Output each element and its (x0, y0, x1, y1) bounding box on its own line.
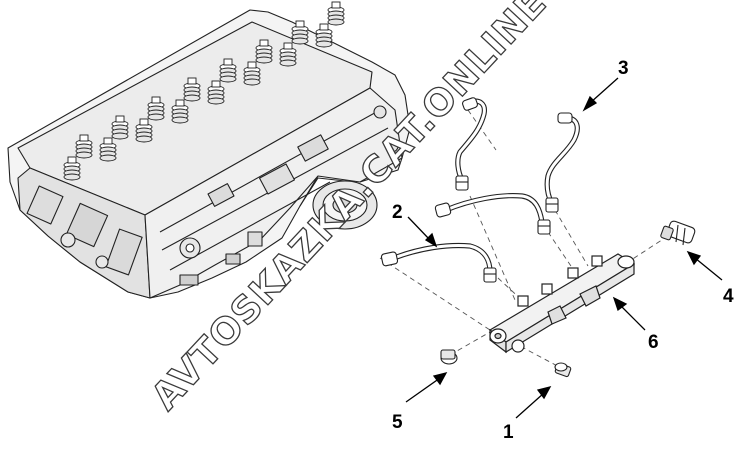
valve-spring (99, 137, 117, 162)
valve-spring (327, 1, 345, 26)
callout-arrows (405, 77, 723, 419)
callout-5: 5 (392, 412, 403, 433)
valve-spring (219, 58, 237, 83)
fuel-rail (488, 253, 636, 354)
valve-spring (111, 115, 129, 140)
valve-spring (75, 134, 93, 159)
valve-spring (243, 61, 261, 86)
callout-2: 2 (392, 202, 403, 223)
valve-spring (207, 80, 225, 105)
valve-spring (291, 20, 309, 45)
fuel-line-upper-right (544, 112, 580, 213)
plug (440, 349, 458, 365)
valve-springs (63, 1, 345, 181)
callout-4: 4 (723, 286, 734, 307)
bolt (554, 362, 572, 378)
callout-labels: 3 2 4 6 5 1 (392, 58, 734, 443)
valve-spring (315, 23, 333, 48)
callout-6: 6 (648, 332, 659, 353)
fuel-line-middle (434, 193, 551, 235)
callout-3: 3 (618, 58, 629, 79)
valve-spring (279, 42, 297, 67)
callout-1: 1 (503, 422, 514, 443)
engine-cylinder-head (7, 9, 411, 299)
fuel-line-upper-left (455, 97, 487, 191)
valve-spring (183, 77, 201, 102)
fuel-line-lower (380, 242, 497, 283)
valve-spring (255, 39, 273, 64)
pressure-sensor (660, 220, 696, 246)
valve-spring (171, 99, 189, 124)
valve-spring (135, 118, 153, 143)
valve-spring (147, 96, 165, 121)
valve-spring (63, 156, 81, 181)
assembly-guide-lines (379, 109, 669, 371)
